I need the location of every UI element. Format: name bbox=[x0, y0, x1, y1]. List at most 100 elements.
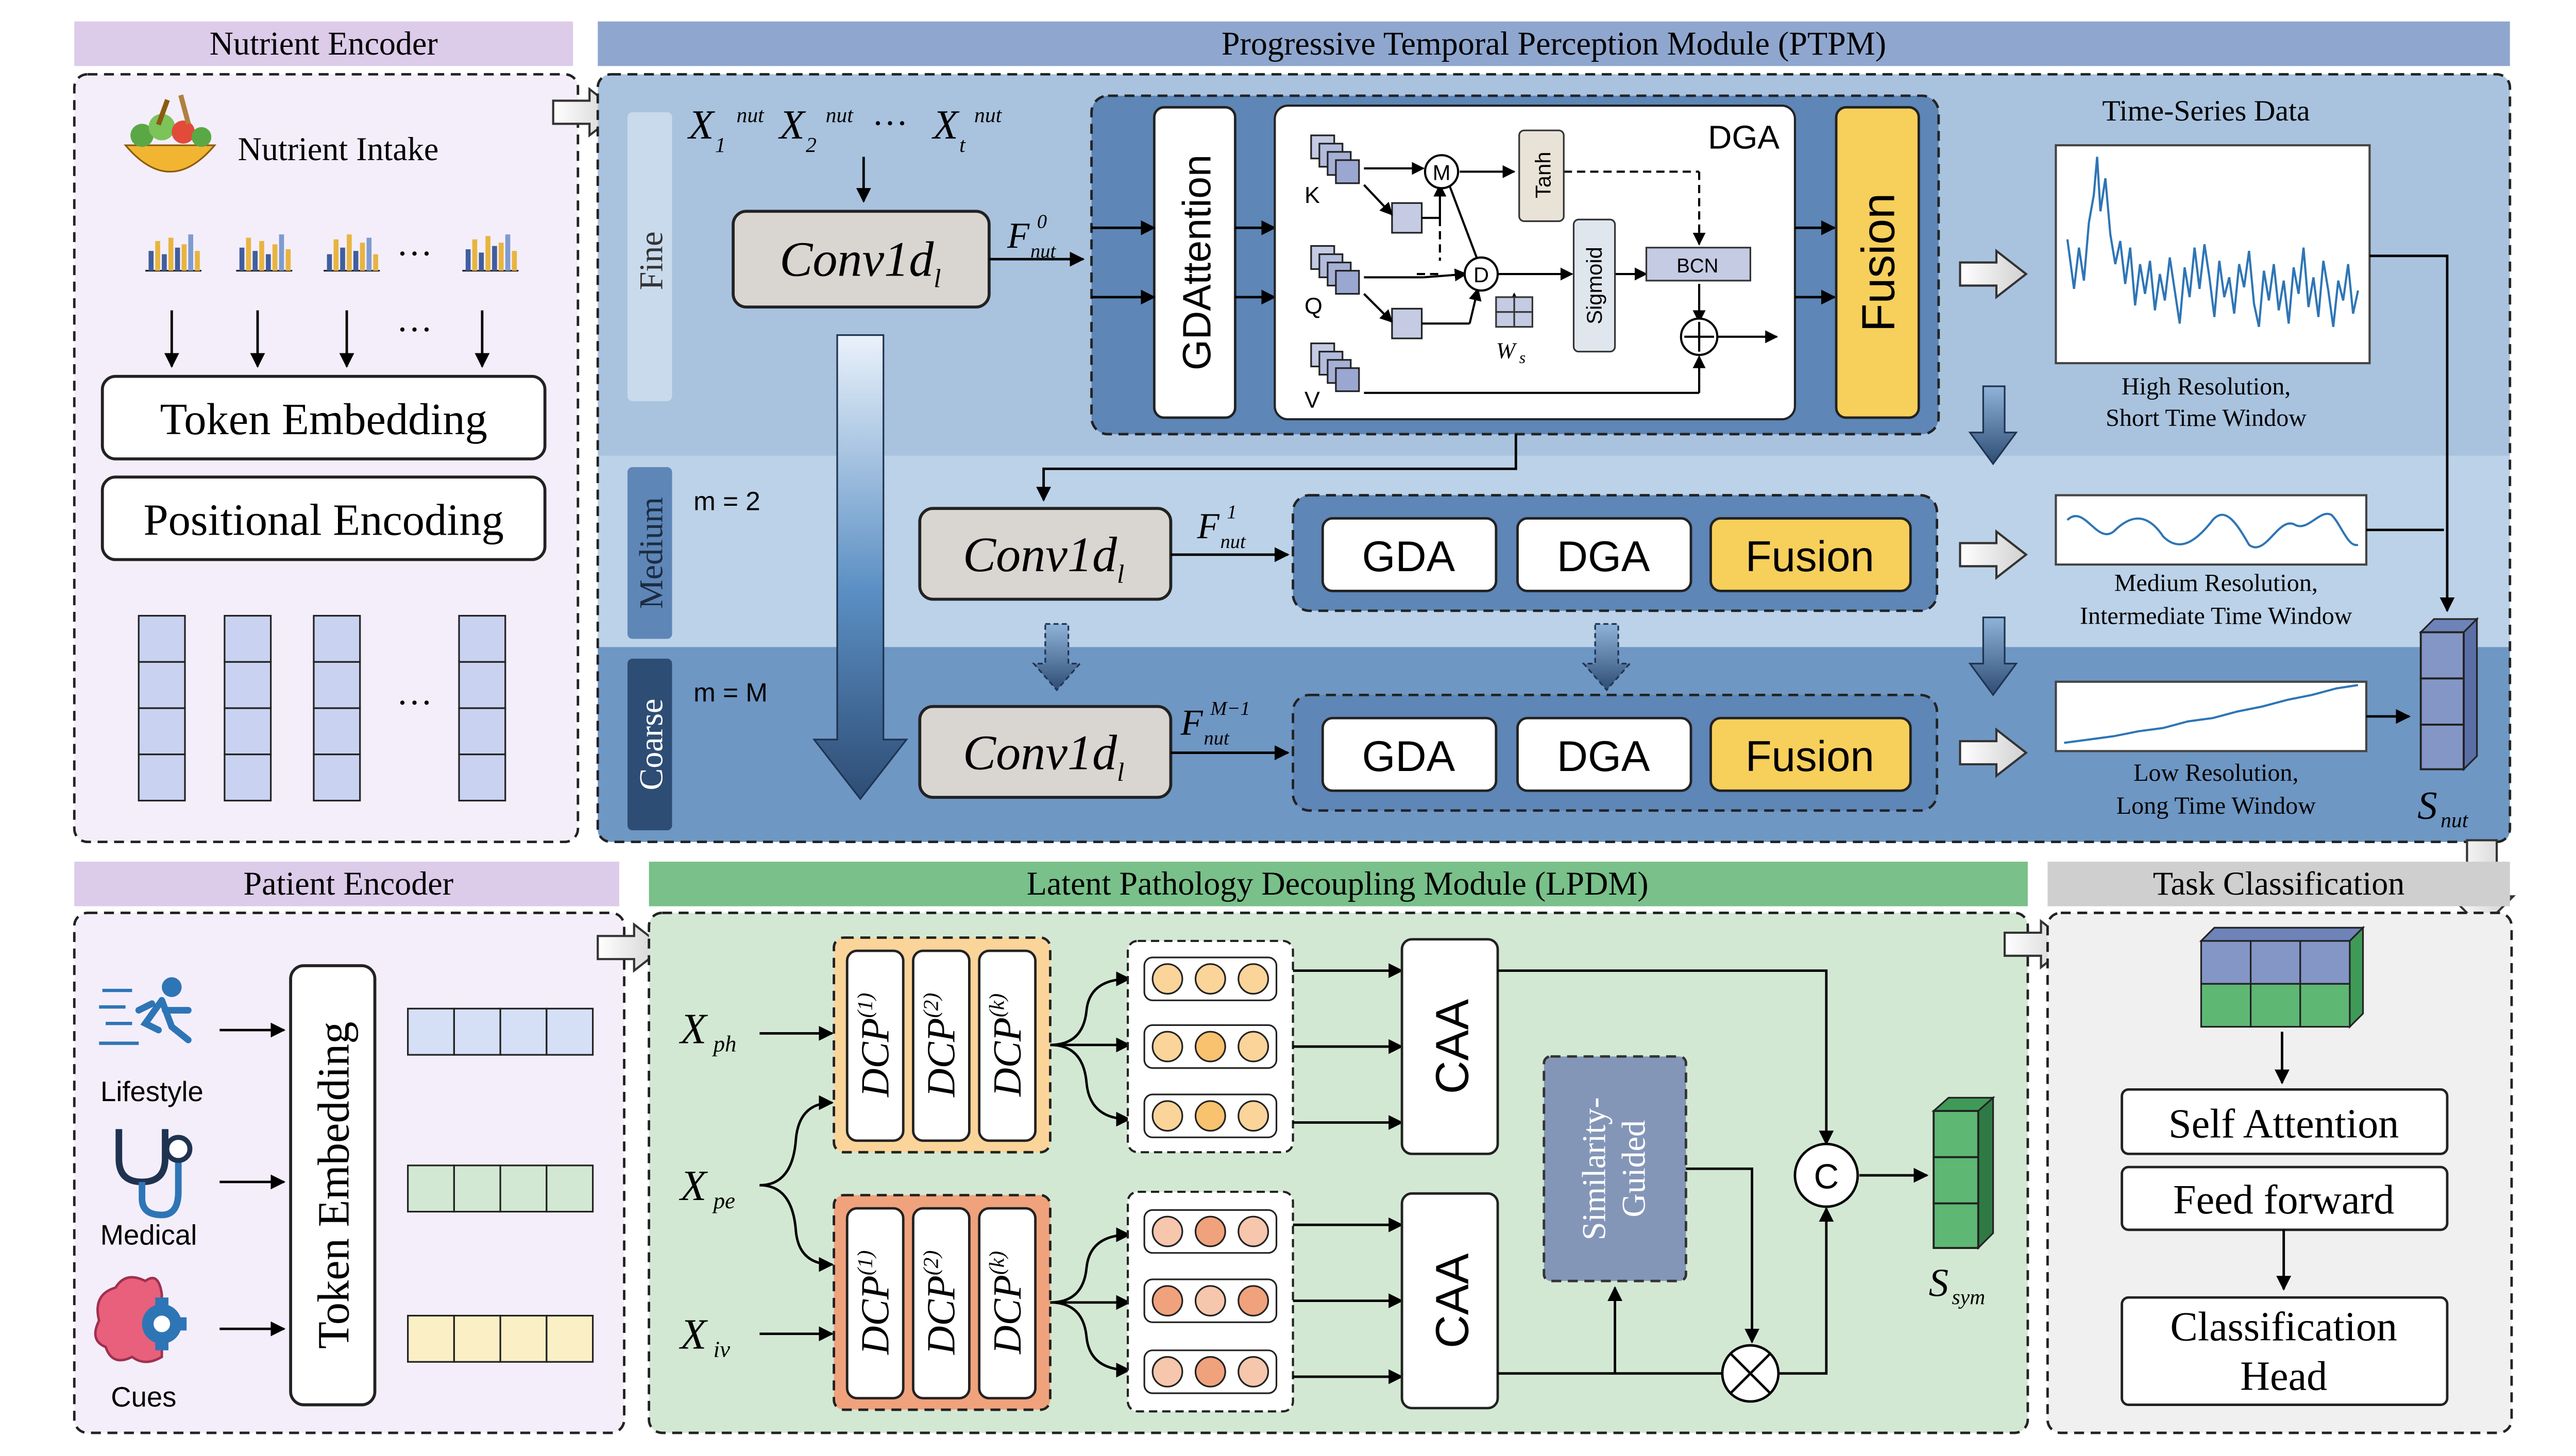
add-operator bbox=[1680, 317, 1719, 356]
dga-title: DGA bbox=[1708, 118, 1780, 156]
svg-text:X: X bbox=[679, 1162, 708, 1210]
svg-text:nut: nut bbox=[2441, 809, 2469, 832]
token-column bbox=[458, 614, 506, 802]
svg-text:Guided: Guided bbox=[1615, 1120, 1652, 1218]
gdattention-label: GDAttention bbox=[1175, 155, 1219, 370]
svg-text:2: 2 bbox=[806, 133, 817, 157]
x-pe-label: X pe bbox=[679, 1162, 735, 1213]
token-column bbox=[224, 614, 272, 802]
svg-text:pe: pe bbox=[712, 1188, 735, 1213]
patient-encoder-title: Patient Encoder bbox=[243, 865, 453, 902]
svg-text:Medium Resolution,: Medium Resolution, bbox=[2114, 569, 2318, 596]
svg-text:1: 1 bbox=[715, 133, 726, 157]
svg-text:Sigmoid: Sigmoid bbox=[1582, 247, 1606, 324]
scale-tab-coarse bbox=[627, 658, 672, 831]
f1-label: F 1 nut bbox=[1197, 501, 1246, 553]
patient-token-embedding-label: Token Embedding bbox=[309, 1022, 358, 1349]
token-columns-ellipsis: ··· bbox=[396, 683, 432, 723]
positional-encoding-box bbox=[100, 475, 547, 561]
svg-text:···: ··· bbox=[872, 104, 908, 144]
salad-bowl-icon bbox=[124, 94, 217, 173]
gdattention-box bbox=[1153, 106, 1236, 419]
svg-text:0: 0 bbox=[1037, 211, 1047, 232]
patient-encoder-panel: Patient Encoder Lifestyle Medical Cues T… bbox=[73, 862, 625, 1434]
svg-text:Similarity-: Similarity- bbox=[1575, 1097, 1612, 1240]
token-column bbox=[138, 614, 186, 802]
token-embedding-box bbox=[100, 374, 547, 460]
fM-label: F M−1 nut bbox=[1180, 698, 1250, 749]
svg-text:Self Attention: Self Attention bbox=[2168, 1101, 2399, 1146]
medium-to-coarse-side-arrow bbox=[1968, 616, 2018, 697]
svg-text:CAA: CAA bbox=[1427, 999, 1478, 1094]
token-embedding-label: Token Embedding bbox=[160, 395, 487, 444]
ptpm-panel: Progressive Temporal Perception Module (… bbox=[596, 21, 2512, 844]
v-label: V bbox=[1304, 387, 1320, 413]
medium-resolution-plot bbox=[2055, 494, 2368, 566]
dcp-box bbox=[845, 949, 905, 1142]
svg-text:X: X bbox=[778, 102, 806, 148]
timeseries-title: Time-Series Data bbox=[2102, 95, 2310, 127]
dga-medium-box bbox=[1516, 517, 1692, 592]
d-operator bbox=[1463, 256, 1499, 292]
fusion-fine-box bbox=[1835, 106, 1920, 419]
brain-gear-icon bbox=[94, 1276, 187, 1363]
scale-tab-medium bbox=[627, 467, 672, 639]
self-attention-box bbox=[2121, 1088, 2449, 1155]
tanh-box bbox=[1518, 129, 1565, 222]
svg-text:ph: ph bbox=[712, 1031, 737, 1057]
nutrient-bar-icon bbox=[462, 234, 519, 272]
svg-text:Fusion: Fusion bbox=[1745, 732, 1874, 780]
arrows-ellipsis: ··· bbox=[396, 310, 432, 350]
svg-text:t: t bbox=[959, 133, 966, 157]
svg-text:M: M bbox=[1433, 160, 1451, 184]
svg-text:X: X bbox=[679, 1311, 708, 1359]
high-resolution-series bbox=[2066, 157, 2359, 328]
svg-text:F: F bbox=[1180, 703, 1204, 743]
svg-text:DCP(1): DCP(1) bbox=[853, 1251, 897, 1355]
k-projection bbox=[1391, 202, 1423, 234]
q-projection bbox=[1391, 307, 1423, 339]
svg-text:nut: nut bbox=[736, 104, 765, 127]
scale-label-fine: Fine bbox=[633, 231, 669, 290]
svg-text:Feed forward: Feed forward bbox=[2173, 1177, 2394, 1223]
svg-text:CAA: CAA bbox=[1427, 1253, 1478, 1348]
svg-text:DCP(1): DCP(1) bbox=[853, 993, 897, 1098]
svg-text:DCP(2): DCP(2) bbox=[919, 993, 963, 1098]
conv1d-fine-label: Conv1dl bbox=[779, 231, 941, 293]
svg-text:S: S bbox=[1929, 1260, 1948, 1305]
svg-text:X: X bbox=[687, 102, 716, 148]
input-sequence: X 1 nut X 2 nut ··· X t nut bbox=[687, 102, 1003, 157]
svg-text:DGA: DGA bbox=[1557, 732, 1650, 780]
nutrient-intake-label: Nutrient Intake bbox=[238, 131, 439, 167]
svg-text:s: s bbox=[1519, 348, 1526, 367]
token-circles bbox=[1143, 1093, 1278, 1138]
patient-token-embedding-box bbox=[289, 964, 377, 1407]
s-nut-label: S nut bbox=[2417, 783, 2469, 832]
cues-label: Cues bbox=[111, 1381, 176, 1413]
caa-upper-box bbox=[1400, 938, 1499, 1155]
svg-text:Classification: Classification bbox=[2170, 1305, 2397, 1350]
dga-coarse-box bbox=[1516, 716, 1692, 792]
svg-text:X: X bbox=[679, 1006, 708, 1053]
scale-tab-fine bbox=[627, 112, 672, 401]
svg-text:Intermediate Time Window: Intermediate Time Window bbox=[2080, 603, 2352, 630]
dcp-box bbox=[978, 949, 1037, 1142]
svg-text:Head: Head bbox=[2240, 1354, 2327, 1399]
nutrient-bar-icon bbox=[324, 234, 380, 272]
bcn-box bbox=[1645, 247, 1752, 282]
s-sym-cube bbox=[1931, 1095, 1995, 1250]
stethoscope-icon bbox=[115, 1129, 193, 1219]
fine-to-medium-arrow bbox=[1968, 385, 2018, 466]
bar-icons-ellipsis: ··· bbox=[396, 234, 432, 274]
positional-encoding-label: Positional Encoding bbox=[144, 495, 504, 544]
lpdm-panel: Latent Pathology Decoupling Module (LPDM… bbox=[648, 862, 2029, 1434]
svg-text:F: F bbox=[1007, 216, 1030, 256]
svg-text:nut: nut bbox=[826, 104, 854, 127]
fusion-fine-label: Fusion bbox=[1853, 193, 1904, 332]
dcp-box bbox=[912, 1207, 971, 1400]
ws-matrix-icon bbox=[1495, 296, 1533, 328]
svg-text:W: W bbox=[1496, 338, 1517, 364]
svg-text:S: S bbox=[2417, 783, 2437, 828]
lpdm-title: Latent Pathology Decoupling Module (LPDM… bbox=[1027, 865, 1649, 902]
m-medium-label: m = 2 bbox=[693, 486, 760, 516]
